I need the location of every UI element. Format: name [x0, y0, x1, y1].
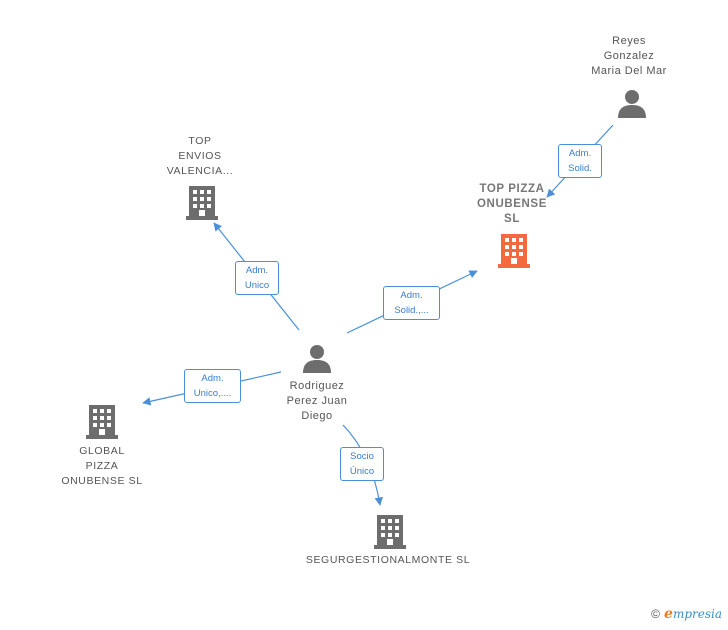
building-icon[interactable]: [374, 515, 406, 549]
building-icon[interactable]: [498, 234, 530, 268]
edge-label-rodriguez-top-pizza[interactable]: Adm. Solid.,...: [383, 286, 440, 320]
node-label-top-envios[interactable]: TOP ENVIOS VALENCIA...: [166, 135, 234, 177]
person-icon[interactable]: [616, 89, 648, 119]
edge-label-rodriguez-global-pizza[interactable]: Adm. Unico,....: [184, 369, 241, 403]
person-icon[interactable]: [301, 344, 333, 374]
brand-footer: © empresia: [651, 606, 722, 622]
brand-logo: empresia: [664, 606, 722, 622]
building-icon[interactable]: [186, 186, 218, 220]
edge-label-rodriguez-top-envios[interactable]: Adm. Unico: [235, 261, 279, 295]
building-icon[interactable]: [86, 405, 118, 439]
node-label-reyes[interactable]: Reyes Gonzalez Maria Del Mar: [591, 35, 667, 77]
edge-label-rodriguez-segur[interactable]: Socio Único: [340, 447, 384, 481]
node-label-global-pizza[interactable]: GLOBAL PIZZA ONUBENSE SL: [61, 445, 143, 487]
copyright-icon: ©: [651, 607, 661, 621]
node-label-rodriguez[interactable]: Rodriguez Perez Juan Diego: [286, 380, 348, 422]
edge-label-reyes-top-pizza[interactable]: Adm. Solid.: [558, 144, 602, 178]
node-label-top-pizza[interactable]: TOP PIZZA ONUBENSE SL: [477, 183, 547, 225]
node-label-segur[interactable]: SEGURGESTIONALMONTE SL: [305, 554, 471, 566]
